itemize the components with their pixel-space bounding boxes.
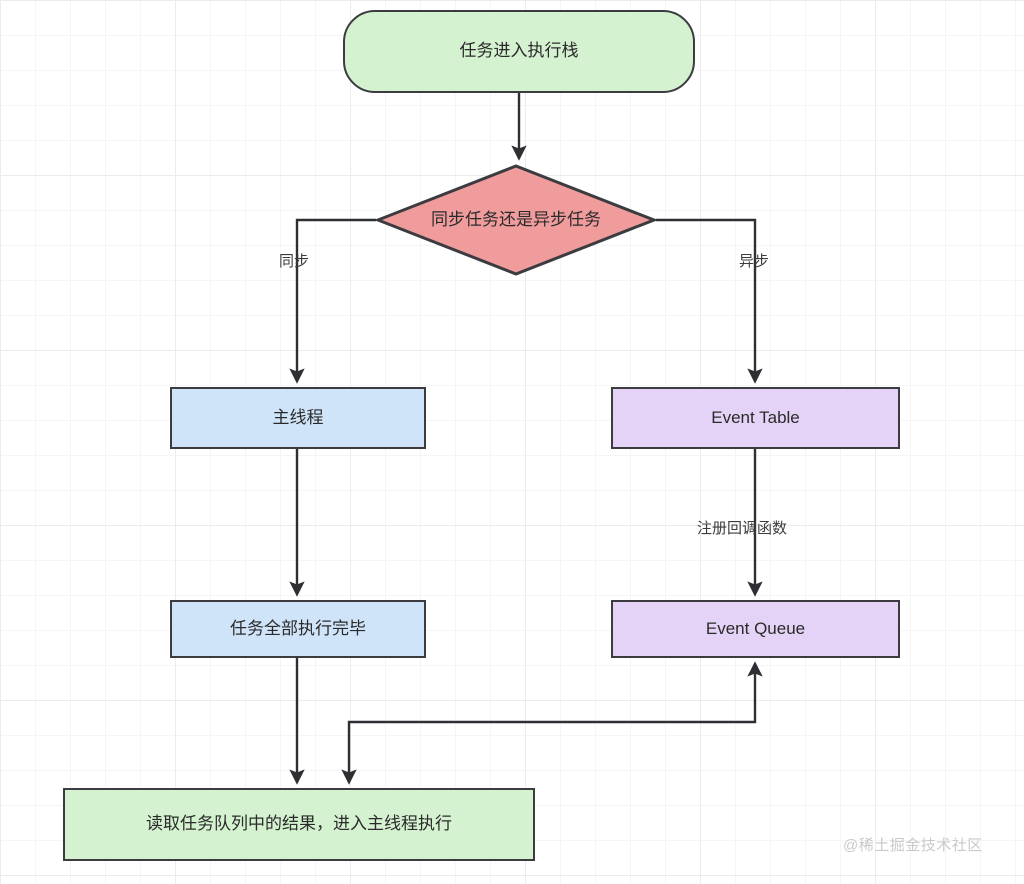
node-main-thread-label: 主线程 [272, 407, 324, 427]
node-sync-or-async-decision[interactable]: 同步任务还是异步任务 [376, 164, 656, 276]
node-event-queue[interactable]: Event Queue [611, 600, 900, 658]
edge-event-queue-to-read-result [341, 661, 763, 785]
node-event-queue-label: Event Queue [705, 618, 806, 638]
node-all-tasks-done-label: 任务全部执行完毕 [230, 618, 366, 638]
node-task-enter-stack[interactable]: 任务进入执行栈 [343, 10, 695, 93]
edge-label-register-callback: 注册回调函数 [697, 520, 788, 537]
edge-decision-to-main-thread [289, 218, 376, 384]
node-event-table-label: Event Table [711, 407, 800, 427]
node-main-thread[interactable]: 主线程 [170, 387, 426, 449]
node-all-tasks-done[interactable]: 任务全部执行完毕 [170, 600, 426, 658]
node-read-queue-result-label: 读取任务队列中的结果，进入主线程执行 [146, 814, 452, 834]
node-sync-or-async-label: 同步任务还是异步任务 [431, 209, 601, 229]
diamond-shape [376, 164, 656, 276]
edge-decision-to-event-table [656, 218, 763, 384]
edge-label-sync: 同步 [279, 253, 310, 270]
node-read-queue-result[interactable]: 读取任务队列中的结果，进入主线程执行 [63, 788, 535, 861]
watermark: @稀土掘金技术社区 [843, 837, 983, 854]
node-task-enter-stack-label: 任务进入执行栈 [459, 41, 579, 61]
edge-label-async: 异步 [739, 253, 770, 270]
node-event-table[interactable]: Event Table [611, 387, 900, 449]
